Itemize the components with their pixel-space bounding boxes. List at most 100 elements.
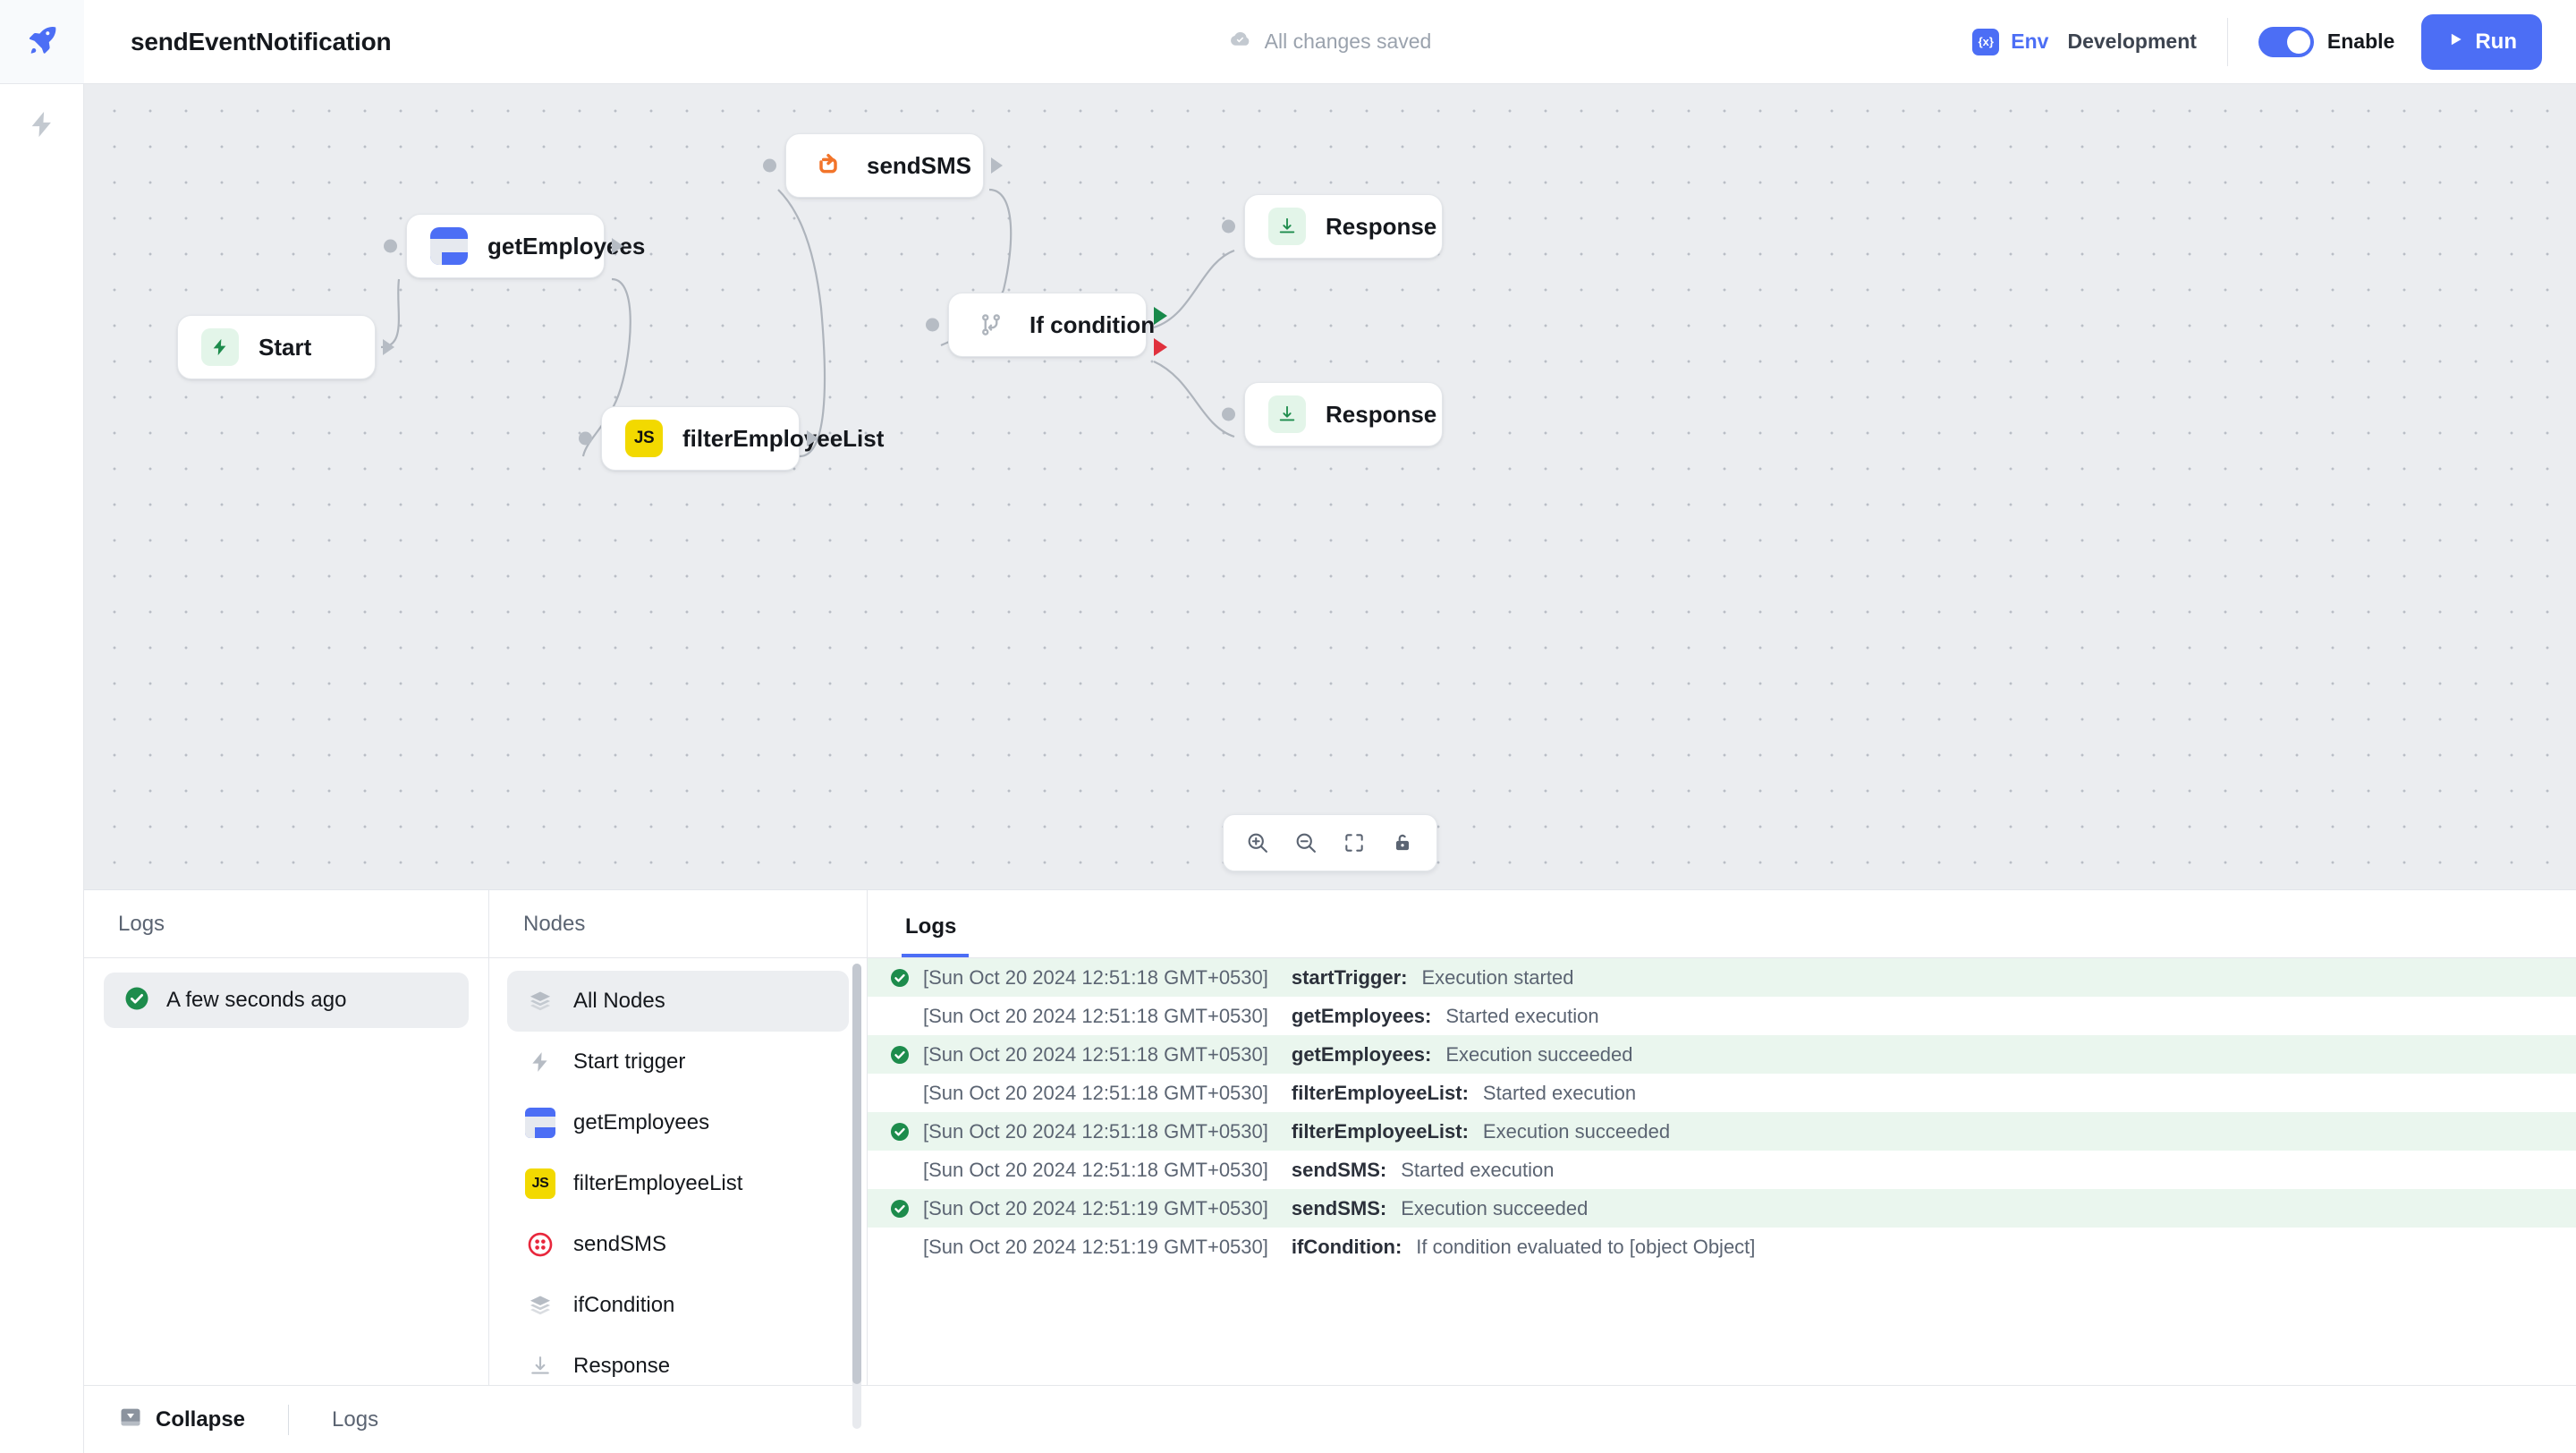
enable-label: Enable <box>2326 30 2395 53</box>
node-input-handle[interactable] <box>926 318 939 332</box>
log-timestamp: [Sun Oct 20 2024 12:51:18 GMT+0530] <box>923 1119 1268 1143</box>
unlock-icon[interactable] <box>1383 823 1422 862</box>
log-timestamp: [Sun Oct 20 2024 12:51:19 GMT+0530] <box>923 1196 1268 1219</box>
log-timestamp: [Sun Oct 20 2024 12:51:18 GMT+0530] <box>923 1081 1268 1104</box>
rail-item-rocket[interactable] <box>0 0 84 84</box>
runs-pane-title: Logs <box>118 911 165 936</box>
run-button-label: Run <box>2475 29 2517 54</box>
log-node-name: getEmployees: <box>1291 1004 1432 1027</box>
canvas-node-ifCondition[interactable]: If condition <box>926 293 1167 357</box>
statusbar-divider <box>288 1404 290 1435</box>
node-input-handle[interactable] <box>579 431 592 446</box>
success-check-icon <box>889 1198 923 1219</box>
node-list-item-start-trigger[interactable]: Start trigger <box>507 1032 849 1092</box>
rail-item-triggers[interactable] <box>0 84 84 168</box>
runs-pane: Logs A few seconds ago <box>84 890 489 1385</box>
log-message: Execution succeeded <box>1445 1042 1633 1066</box>
node-list-item-ifCondition[interactable]: ifCondition <box>507 1275 849 1336</box>
layers-icon <box>525 986 555 1016</box>
log-node-name: filterEmployeeList: <box>1291 1081 1469 1104</box>
node-output-handle[interactable] <box>991 157 1003 174</box>
log-row: [Sun Oct 20 2024 12:51:18 GMT+0530] getE… <box>868 1035 2576 1074</box>
log-message: Execution succeeded <box>1482 1119 1671 1143</box>
left-rail <box>0 0 84 1453</box>
success-check-icon <box>123 985 150 1016</box>
log-row: [Sun Oct 20 2024 12:51:18 GMT+0530] filt… <box>868 1112 2576 1151</box>
canvas-node-filterEmployeeList[interactable]: JS filterEmployeeList <box>579 406 884 471</box>
log-timestamp: [Sun Oct 20 2024 12:51:18 GMT+0530] <box>923 965 1268 989</box>
canvas-toolbar <box>1223 814 1437 871</box>
run-list-item[interactable]: A few seconds ago <box>104 973 469 1028</box>
canvas-node-sendSMS[interactable]: sendSMS <box>763 133 1003 198</box>
success-check-icon <box>889 1121 923 1143</box>
node-output-handle[interactable] <box>807 430 818 446</box>
canvas-node-getEmployees[interactable]: getEmployees <box>384 214 645 278</box>
node-input-handle[interactable] <box>763 158 776 173</box>
node-label: filterEmployeeList <box>682 424 885 452</box>
node-input-handle[interactable] <box>1222 219 1235 234</box>
node-list-item-all-nodes[interactable]: All Nodes <box>507 971 849 1032</box>
log-rows: [Sun Oct 20 2024 12:51:18 GMT+0530] star… <box>868 958 2576 1385</box>
git-branch-icon <box>972 306 1010 344</box>
node-list-item-sendSMS[interactable]: sendSMS <box>507 1214 849 1275</box>
node-list-item-response[interactable]: Response <box>507 1336 849 1385</box>
loop-arrow-icon <box>809 147 847 184</box>
canvas-node-response-true[interactable]: Response <box>1222 194 1443 259</box>
log-row: [Sun Oct 20 2024 12:51:19 GMT+0530] send… <box>868 1189 2576 1228</box>
lightning-bolt-icon <box>27 109 57 144</box>
success-check-icon <box>889 1044 923 1066</box>
node-label: sendSMS <box>867 151 972 179</box>
log-node-name: ifCondition: <box>1291 1235 1402 1258</box>
log-timestamp: [Sun Oct 20 2024 12:51:18 GMT+0530] <box>923 1158 1268 1181</box>
enable-toggle[interactable] <box>2258 26 2314 57</box>
node-input-handle[interactable] <box>1222 407 1235 421</box>
canvas-node-start[interactable]: Start <box>177 315 394 379</box>
log-message: Started execution <box>1401 1158 1555 1181</box>
nodes-pane-scrollbar-thumb[interactable] <box>852 964 861 1384</box>
node-output-handle-false[interactable] <box>1154 338 1167 357</box>
node-label: Response <box>1326 212 1437 240</box>
node-input-handle[interactable] <box>384 239 397 253</box>
statusbar-logs-button[interactable]: Logs <box>332 1406 379 1432</box>
node-output-handle-true[interactable] <box>1154 307 1167 326</box>
play-icon <box>2446 30 2464 55</box>
log-node-name: startTrigger: <box>1291 965 1408 989</box>
database-icon <box>430 227 468 265</box>
node-output-handle[interactable] <box>612 238 623 254</box>
js-icon: JS <box>525 1168 555 1199</box>
log-node-name: getEmployees: <box>1291 1042 1432 1066</box>
log-message: Started execution <box>1482 1081 1637 1104</box>
fit-view-icon[interactable] <box>1335 823 1374 862</box>
node-list-item-label: filterEmployeeList <box>573 1171 743 1195</box>
bottom-statusbar: Collapse Logs <box>84 1385 2576 1453</box>
collapse-label: Collapse <box>156 1406 246 1432</box>
tab-logs[interactable]: Logs <box>902 914 970 957</box>
nodes-pane-header: Nodes <box>489 890 867 958</box>
collapse-button[interactable]: Collapse <box>118 1405 245 1434</box>
nodes-pane: Nodes All Nodes <box>489 890 868 1429</box>
node-label: Response <box>1326 400 1437 428</box>
run-button[interactable]: Run <box>2421 13 2542 70</box>
flow-canvas[interactable]: Start getEmployees JS filterEmployeeList <box>84 84 2576 889</box>
node-list-item-filterEmployeeList[interactable]: JS filterEmployeeList <box>507 1153 849 1214</box>
page-title: sendEventNotification <box>131 27 392 55</box>
node-list-item-label: ifCondition <box>573 1293 675 1317</box>
lightning-bolt-icon <box>201 328 239 366</box>
env-value: Development <box>2067 30 2197 53</box>
node-list-item-label: Response <box>573 1354 671 1378</box>
zoom-out-icon[interactable] <box>1286 823 1326 862</box>
log-node-name: sendSMS: <box>1291 1158 1387 1181</box>
node-list-item-getEmployees[interactable]: getEmployees <box>507 1092 849 1153</box>
node-output-handle[interactable] <box>383 339 394 355</box>
detail-pane: Logs [Sun Oct 20 2024 12:51:18 GMT+0530]… <box>868 890 2576 1385</box>
nodes-pane-scrollbar[interactable] <box>852 964 861 1429</box>
js-icon: JS <box>625 420 663 457</box>
zoom-in-icon[interactable] <box>1238 823 1277 862</box>
header-divider <box>2226 17 2228 66</box>
canvas-node-response-false[interactable]: Response <box>1222 382 1443 446</box>
response-arrow-icon <box>1268 208 1306 245</box>
log-row: [Sun Oct 20 2024 12:51:18 GMT+0530] filt… <box>868 1074 2576 1112</box>
env-selector[interactable]: {x} Env Development <box>1972 28 2227 55</box>
node-label: If condition <box>1030 310 1156 338</box>
response-arrow-icon <box>1268 395 1306 433</box>
